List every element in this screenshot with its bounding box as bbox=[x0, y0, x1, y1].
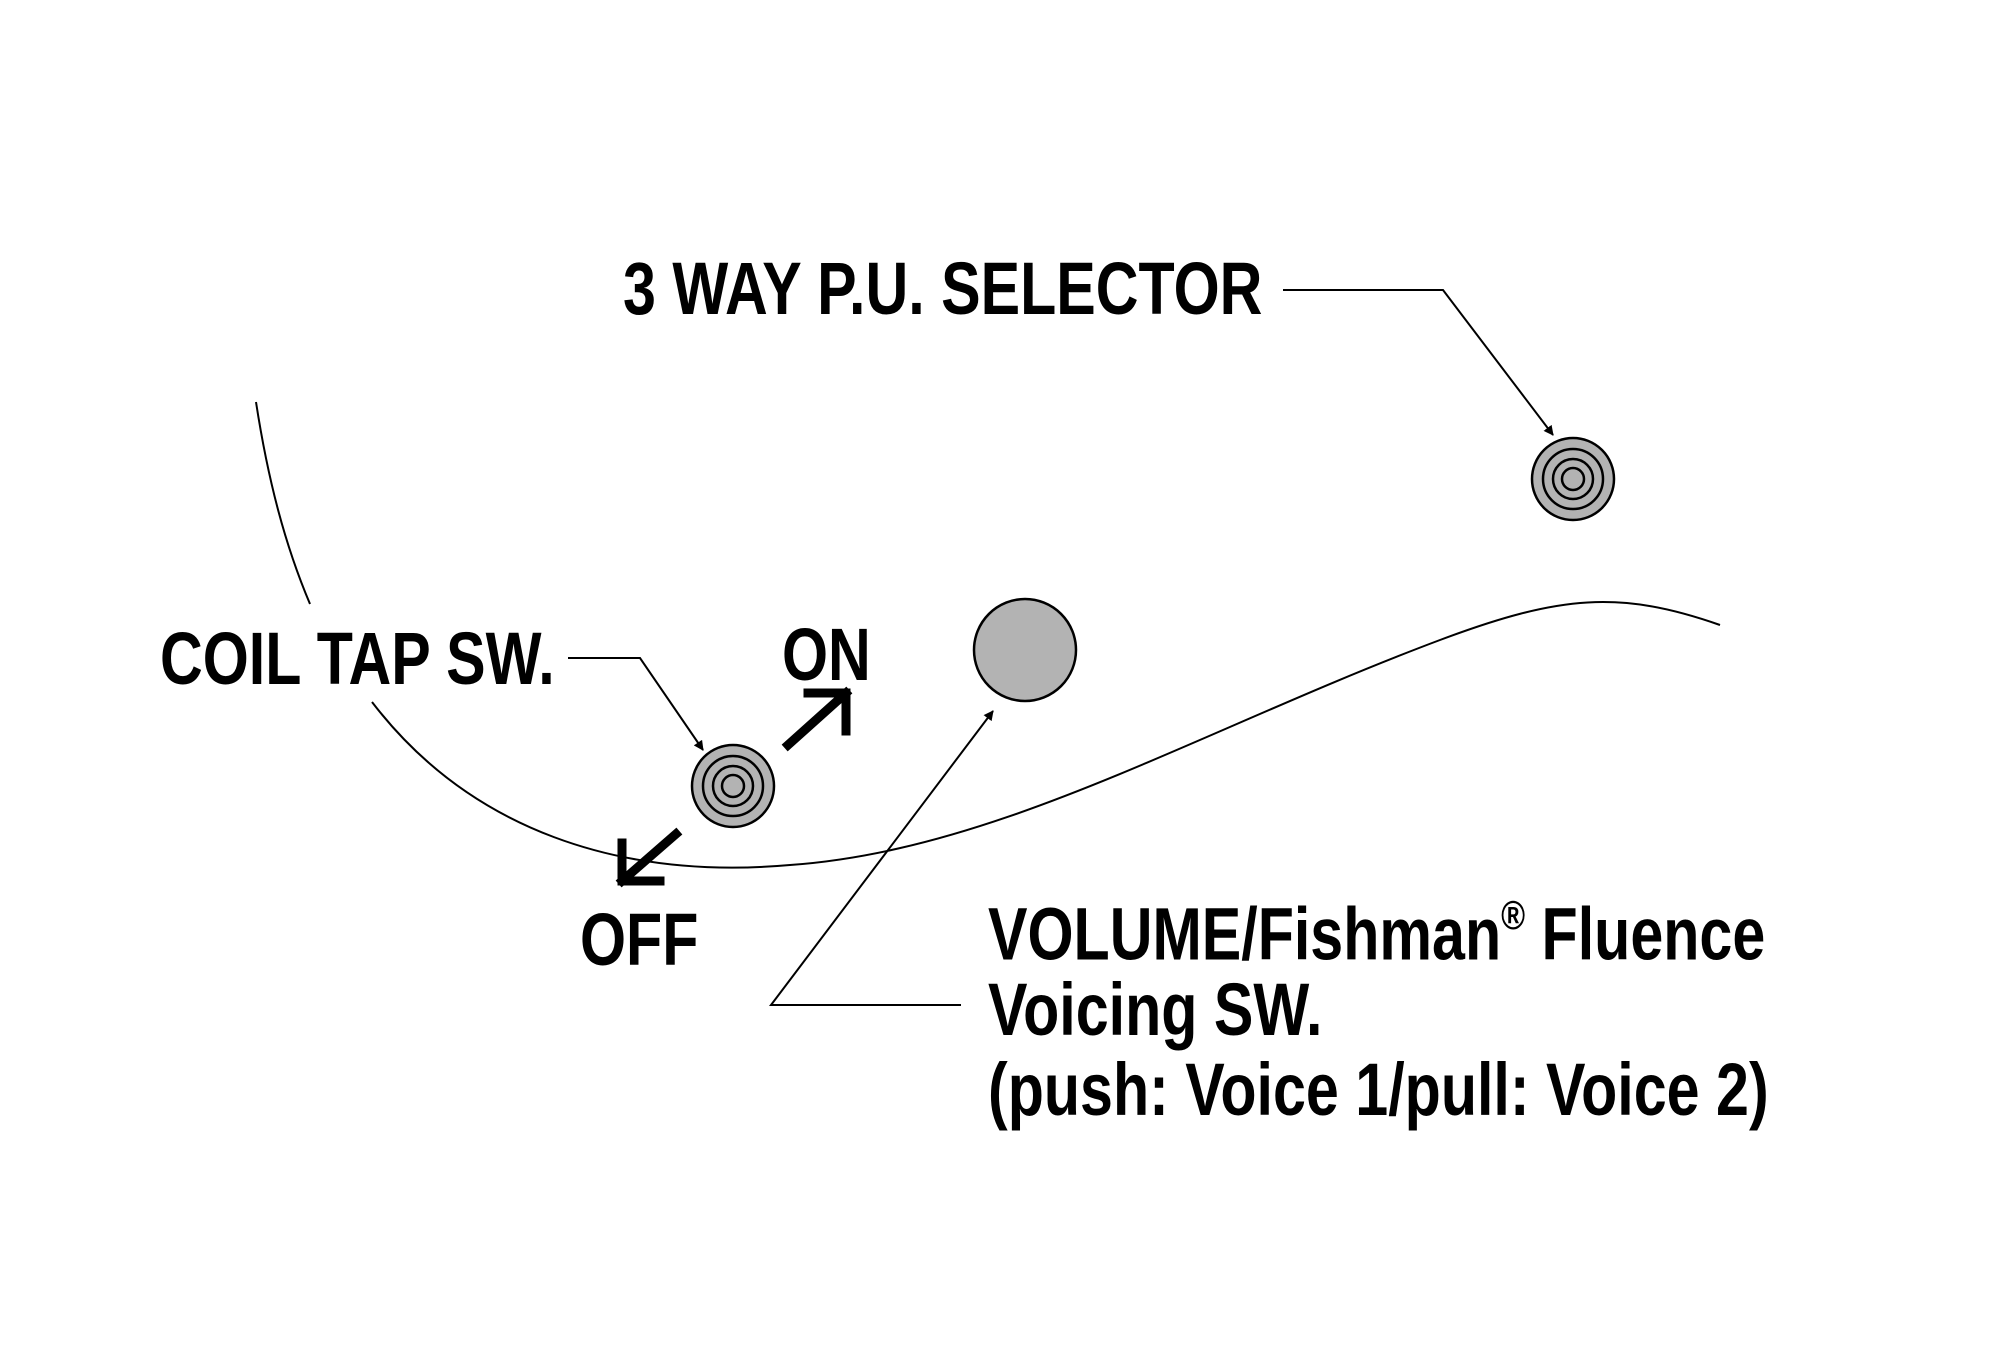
volume-label-line1: VOLUME/Fishman® Fluence bbox=[988, 895, 1765, 972]
coil-tap-knob bbox=[690, 743, 776, 829]
off-direction-arrow-icon bbox=[615, 827, 683, 888]
volume-label-text-a: VOLUME/Fishman bbox=[988, 892, 1502, 976]
body-outline-lower bbox=[371, 601, 1721, 869]
coil-tap-label: COIL TAP SW. bbox=[160, 617, 555, 700]
volume-label-line3: (push: Voice 1/pull: Voice 2) bbox=[988, 1048, 1769, 1131]
off-label: OFF bbox=[580, 898, 699, 981]
volume-label-line2: Voicing SW. bbox=[988, 968, 1323, 1051]
on-label: ON bbox=[782, 613, 871, 696]
selector-leader-line bbox=[1283, 289, 1554, 436]
selector-knob bbox=[1530, 436, 1616, 522]
registered-mark: ® bbox=[1501, 892, 1526, 938]
volume-knob bbox=[972, 597, 1078, 703]
selector-label: 3 WAY P.U. SELECTOR bbox=[623, 247, 1263, 330]
on-direction-arrow-icon bbox=[781, 686, 853, 752]
volume-leader-line bbox=[768, 710, 994, 1006]
coil-tap-leader-line bbox=[568, 657, 704, 751]
volume-label-text-b: Fluence bbox=[1525, 892, 1766, 976]
body-outline-upper bbox=[255, 401, 311, 605]
